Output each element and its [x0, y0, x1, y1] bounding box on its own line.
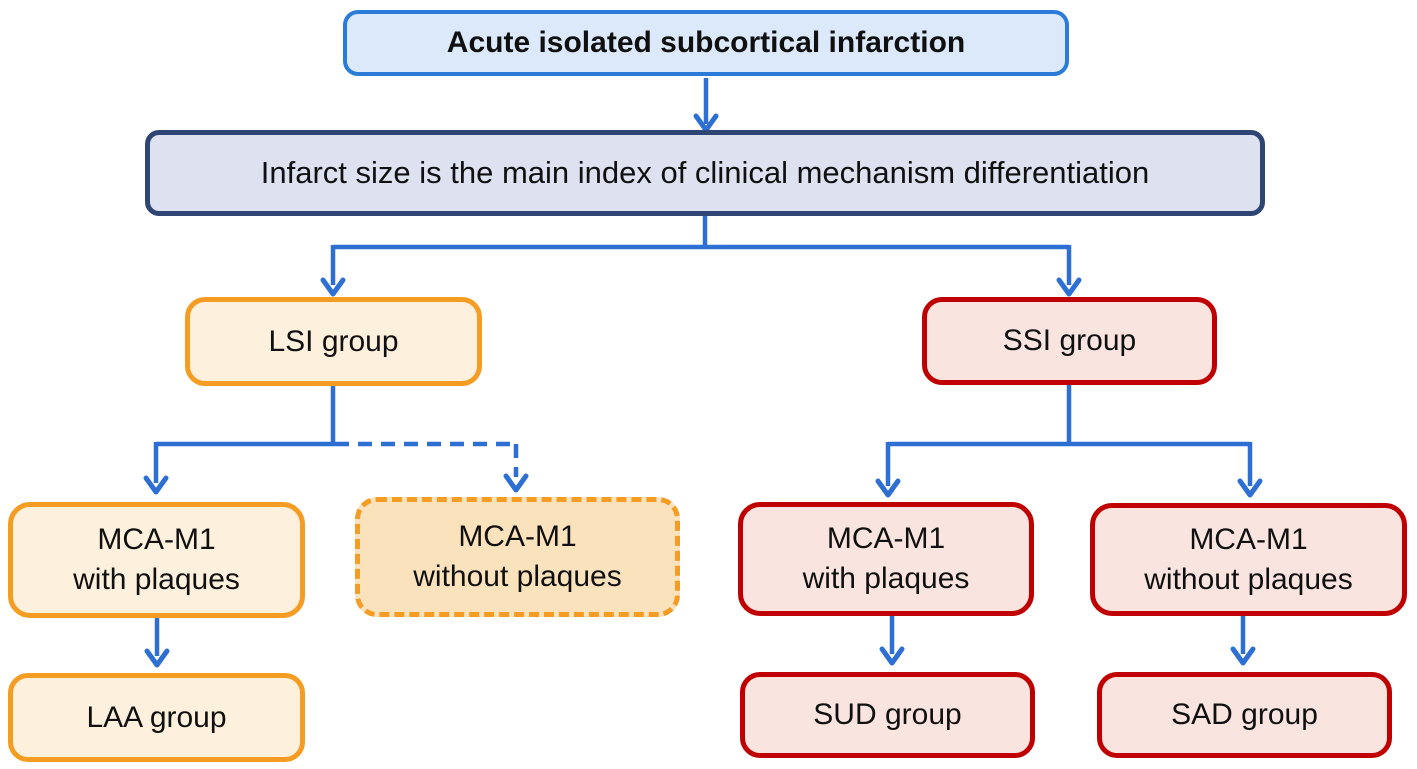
- node-laa-group: LAA group: [8, 673, 305, 762]
- arrowhead-down-icon: [879, 646, 905, 666]
- arrowhead-down-icon: [143, 475, 169, 495]
- arrow-root-to-criterion: [693, 78, 719, 133]
- arrowhead-down-icon: [503, 473, 529, 493]
- node-sud-group: SUD group: [740, 672, 1035, 758]
- node-acute-isolated-subcortical-infarction: Acute isolated subcortical infarction: [343, 10, 1069, 76]
- arrowhead-down-icon: [144, 648, 170, 668]
- node-label: SUD group: [813, 698, 962, 731]
- arrow-lsi-to-children: [143, 386, 529, 495]
- arrow-ssi-to-children: [875, 385, 1263, 498]
- node-label: Infarct size is the main index of clinic…: [260, 155, 1150, 190]
- node-label: Acute isolated subcortical infarction: [446, 26, 966, 59]
- arrow-ssiwith-to-sud: [879, 616, 905, 666]
- arrow-ssiwithout-to-sad: [1230, 616, 1256, 666]
- arrowhead-down-icon: [875, 478, 901, 498]
- arrow-lsiwith-to-laa: [144, 618, 170, 668]
- node-lsi-group: LSI group: [185, 297, 482, 386]
- node-label: LSI group: [268, 324, 399, 358]
- node-ssi-group: SSI group: [922, 297, 1217, 385]
- arrowhead-down-icon: [1237, 478, 1263, 498]
- arrowhead-down-icon: [320, 277, 346, 297]
- node-label: SAD group: [1171, 698, 1318, 731]
- node-label: LAA group: [86, 700, 227, 734]
- arrow-criterion-to-groups: [320, 216, 1082, 297]
- node-label: SSI group: [1002, 324, 1137, 357]
- node-sad-group: SAD group: [1097, 672, 1392, 758]
- arrowhead-down-icon: [1230, 646, 1256, 666]
- arrowhead-down-icon: [1056, 277, 1082, 297]
- node-infarct-size-criterion: Infarct size is the main index of clinic…: [145, 130, 1265, 216]
